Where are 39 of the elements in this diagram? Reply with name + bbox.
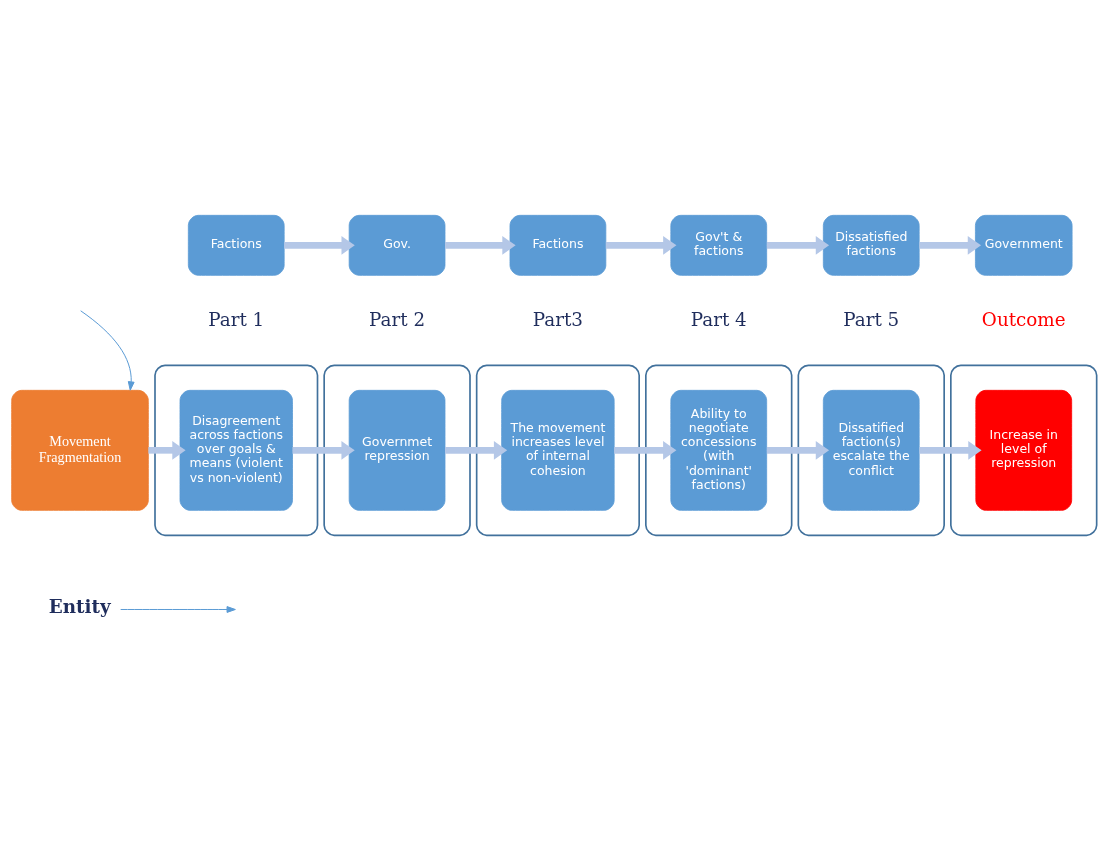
cluster	[323, 364, 471, 536]
arrow	[445, 440, 508, 460]
node-box: Factions	[509, 214, 607, 276]
node-box: Government	[975, 214, 1073, 276]
arrow	[614, 440, 677, 460]
node-box: Disagreement across factions over goals & means (violent vs non-violent)	[179, 389, 293, 511]
cluster	[797, 364, 945, 536]
arrow	[766, 440, 830, 460]
arrow	[284, 235, 355, 255]
cluster	[154, 364, 319, 536]
cluster	[475, 364, 640, 536]
node-box: Dissatified faction(s) escalate the conflict	[822, 389, 920, 511]
cluster	[645, 364, 793, 536]
arrow	[919, 235, 982, 255]
arrow	[292, 440, 355, 460]
label: Part3	[532, 308, 584, 330]
node-box: Movement Fragmentation	[11, 389, 149, 511]
node-box: Increase in level of repression	[975, 389, 1073, 511]
node-box: Ability to negotiate concessions (with 'dominant' factions)	[670, 389, 768, 511]
arrow	[605, 235, 677, 255]
node-box: Gov.	[348, 214, 446, 276]
arrow	[919, 440, 982, 460]
node-text: Entity	[48, 595, 111, 617]
arrow	[766, 235, 830, 255]
label: Part 4	[690, 308, 747, 330]
label: Part 1	[208, 308, 265, 330]
label: Part 2	[369, 308, 426, 330]
node-box: The movement increases level of internal cohesion	[501, 389, 615, 511]
arrow	[120, 605, 236, 613]
arrow	[148, 440, 186, 460]
arrow	[80, 309, 135, 391]
node-box: Factions	[187, 214, 285, 276]
node-box: Gov't & factions	[670, 214, 768, 276]
node-box: Dissatisfied factions	[822, 214, 920, 276]
label: Part 5	[843, 308, 900, 330]
node-box: Governmet repression	[348, 389, 446, 511]
cluster	[950, 364, 1098, 536]
label: Outcome	[981, 308, 1066, 330]
arrow	[445, 235, 516, 255]
